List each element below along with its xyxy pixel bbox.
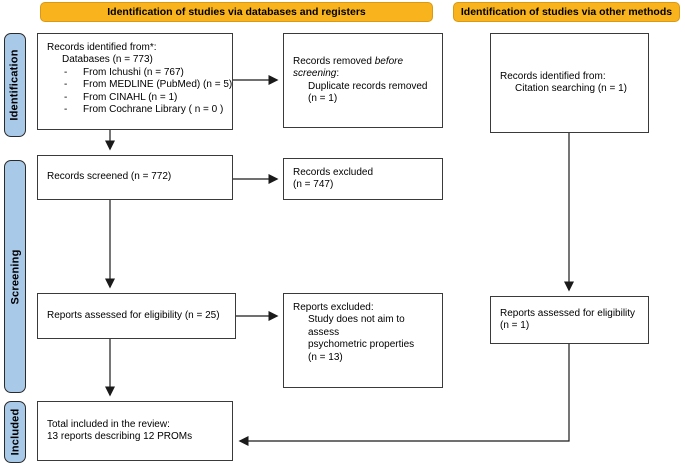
bullet-dash: - — [64, 104, 68, 116]
records-removed-line1: Records removed before — [293, 56, 436, 68]
bullet-dash: - — [64, 91, 68, 103]
records-removed-screening: screening — [293, 68, 337, 80]
header-databases-registers: Identification of studies via databases … — [40, 2, 433, 22]
records-excluded-line1: Records excluded — [293, 166, 374, 178]
records-removed-line2: screening: — [293, 68, 436, 80]
stage-label-identification-text: Identification — [9, 49, 21, 121]
stage-label-screening: Screening — [4, 160, 26, 393]
bullet-dash: - — [64, 79, 68, 91]
bullet-dash: - — [64, 66, 68, 78]
stage-label-identification: Identification — [4, 33, 26, 137]
box-records-identified-other: Records identified from: Citation search… — [490, 33, 649, 133]
reports-excluded-reason2: psychometric properties — [308, 339, 415, 351]
records-identified-item: - From MEDLINE (PubMed) (n = 5) — [64, 79, 232, 91]
total-included-line1: Total included in the review: — [47, 418, 170, 430]
records-identified-item: - From CINAHL (n = 1) — [64, 92, 226, 104]
box-records-removed: Records removed before screening: Duplic… — [283, 33, 443, 128]
records-identified-title: Records identified from*: — [47, 42, 157, 53]
box-records-identified-databases: Records identified from*: Databases (n =… — [37, 33, 233, 130]
stage-label-included-text: Included — [9, 408, 22, 456]
records-identified-other-detail: Citation searching (n = 1) — [515, 83, 628, 94]
stage-label-included: Included — [4, 401, 26, 463]
reports-excluded-reason1: Study does not aim to assess — [308, 314, 405, 338]
records-removed-before: before — [374, 55, 404, 67]
records-identified-other-title: Records identified from: — [500, 70, 606, 82]
total-included-line2: 13 reports describing 12 PROMs — [47, 431, 193, 442]
box-records-screened: Records screened (n = 772) — [37, 155, 233, 200]
records-identified-item-text: From Cochrane Library ( n = 0 ) — [83, 104, 224, 116]
records-identified-item-text: From Ichushi (n = 767) — [83, 66, 184, 78]
records-identified-item: - From Cochrane Library ( n = 0 ) — [64, 104, 226, 116]
records-screened-text: Records screened (n = 772) — [47, 171, 172, 183]
box-total-included: Total included in the review: 13 reports… — [37, 401, 233, 461]
records-excluded-line2: (n = 747) — [293, 179, 334, 190]
header-other-methods: Identification of studies via other meth… — [453, 2, 680, 22]
records-removed-detail1: Duplicate records removed — [308, 80, 428, 92]
reports-assessed-other-line2: (n = 1) — [500, 320, 530, 331]
box-reports-assessed-other: Reports assessed for eligibility (n = 1) — [490, 296, 649, 344]
stage-label-screening-text: Screening — [9, 249, 21, 304]
box-records-excluded: Records excluded (n = 747) — [283, 158, 443, 200]
records-removed-colon: : — [336, 68, 340, 80]
records-removed-detail2: (n = 1) — [308, 92, 338, 104]
records-identified-item: - From Ichushi (n = 767) — [64, 67, 226, 79]
records-removed-lead: Records removed — [293, 55, 372, 67]
reports-excluded-count: (n = 13) — [308, 351, 343, 363]
reports-excluded-title: Reports excluded: — [293, 302, 374, 313]
records-identified-item-text: From MEDLINE (PubMed) (n = 5) — [83, 79, 233, 91]
box-reports-excluded: Reports excluded: Study does not aim to … — [283, 293, 443, 388]
records-identified-item-text: From CINAHL (n = 1) — [83, 91, 178, 103]
records-identified-subtitle: Databases (n = 773) — [62, 54, 153, 66]
reports-assessed-other-line1: Reports assessed for eligibility — [500, 307, 636, 319]
box-reports-assessed-databases: Reports assessed for eligibility (n = 25… — [37, 293, 236, 339]
reports-assessed-databases-text: Reports assessed for eligibility (n = 25… — [47, 309, 220, 321]
